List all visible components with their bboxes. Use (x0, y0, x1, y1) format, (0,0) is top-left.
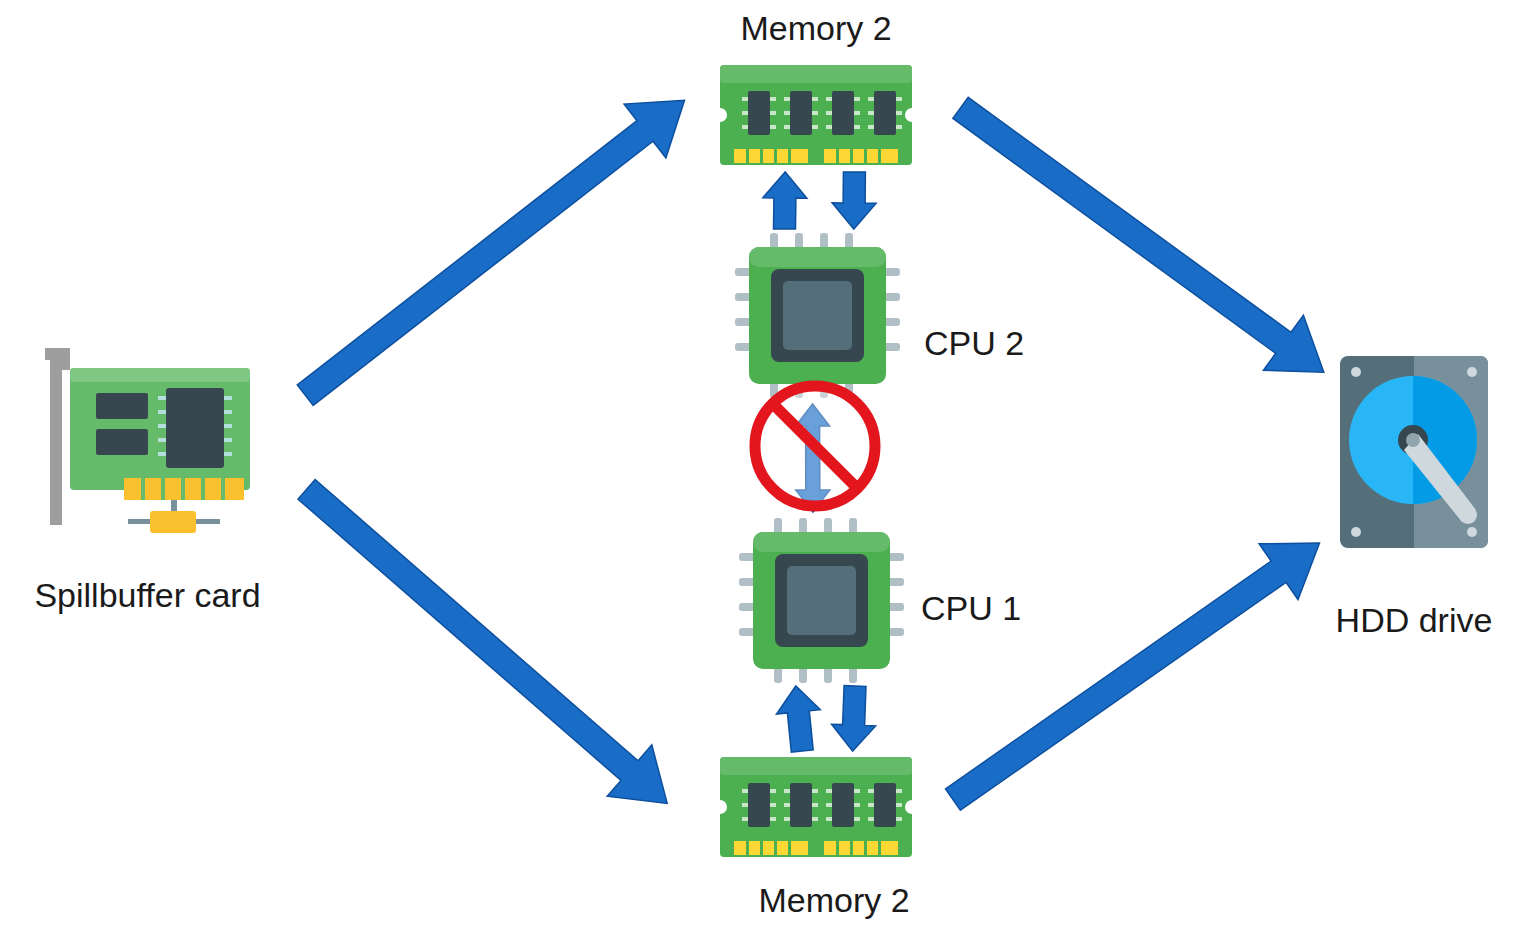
node-label: CPU 2 (924, 323, 1024, 363)
node-label: Spillbuffer card (34, 575, 260, 615)
node-label: CPU 1 (921, 588, 1021, 628)
hdd-icon (1340, 356, 1488, 548)
node-label: HDD drive (1336, 600, 1493, 640)
memory-module: Memory 2 (720, 754, 912, 860)
flow-arrow (298, 480, 667, 804)
node-label: Memory 2 (758, 880, 909, 920)
flow-arrow (777, 686, 821, 752)
prohibition-sign (755, 386, 875, 506)
flow-arrow (763, 172, 807, 229)
flow-arrow (832, 686, 876, 751)
flow-arrow (297, 100, 684, 405)
node-label: Memory 2 (740, 8, 891, 48)
cpu-chip: CPU 1 (739, 518, 905, 682)
network-card-icon (45, 348, 250, 533)
flow-arrow (832, 172, 876, 229)
network-card: Spillbuffer card (45, 345, 250, 535)
cpu-chip: CPU 2 (735, 232, 900, 398)
hard-disk: HDD drive (1340, 355, 1488, 548)
memory-module: Memory 2 (720, 62, 912, 168)
flow-arrow (946, 543, 1320, 810)
